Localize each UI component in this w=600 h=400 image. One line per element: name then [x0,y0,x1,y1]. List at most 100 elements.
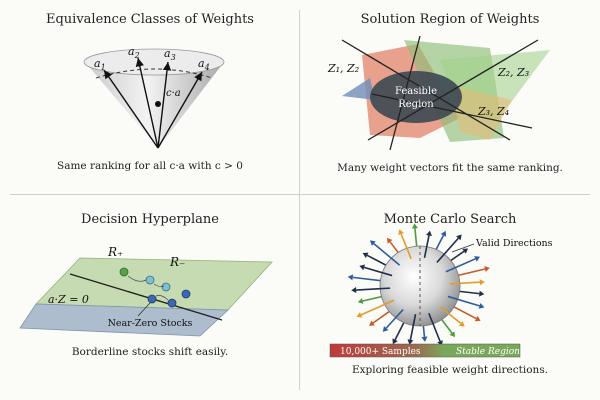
direction-arrow [363,266,393,277]
direction-arrowhead [382,326,389,332]
orange-region [450,85,512,140]
direction-arrowhead [474,256,481,262]
direction-arrow [385,309,404,329]
direction-arrowhead [411,223,418,229]
label-z2-z3: Z₂, Z₃ [497,66,529,79]
direction-arrowhead [426,230,432,237]
solution-panel: Solution Region of Weights Feasible Regi… [300,0,600,200]
stock-plus-1 [119,267,129,277]
feasible-label: Feasible [395,86,437,97]
valid-pointer [451,243,475,253]
direction-arrowhead [347,274,354,281]
stock-near-1 [145,275,155,285]
solution-title: Solution Region of Weights [360,12,540,27]
direction-arrowhead [356,312,363,318]
constraint-line-3 [367,39,539,141]
hyperplane-line [69,273,223,321]
montecarlo-diagram: Valid Directions 10,000+ Samples Stable … [329,223,553,358]
direction-arrowhead [440,230,447,237]
equivalence-caption: Same ranking for all c·a with c > 0 [57,160,243,172]
direction-arrow [445,258,476,273]
direction-arrowhead [458,321,465,327]
label-r-minus: R₋ [169,255,185,269]
label-a2: a2 [128,45,140,60]
solution-caption: Many weight vectors fit the same ranking… [337,162,563,174]
stock-near-2 [161,282,171,292]
direction-arrowhead [449,331,455,338]
direction-arrowhead [398,229,404,236]
direction-arrowhead [478,303,485,309]
lower-halfspace [19,303,229,337]
direction-arrow [439,306,462,325]
near-zero-pointer [137,302,151,317]
montecarlo-panel: Monte Carlo Search Valid Direction [300,200,600,400]
hyperplane-diagram: R₊ R₋ a·Z = 0 Near-Zero Stocks [19,245,273,337]
direction-arrowhead [351,287,357,294]
label-z1-z2: Z₁, Z₂ [327,62,359,75]
scaled-point [155,101,161,107]
direction-arrow [400,233,412,260]
region-label: Region [398,99,434,110]
direction-arrowhead [474,315,481,322]
direction-arrow [449,281,480,285]
direction-arrow [356,287,391,291]
direction-arrows-front [351,229,485,346]
hyperplane-panel: Decision Hyperplane R₊ R₋ a·Z = 0 Near-Z… [0,200,300,400]
vector-a4 [157,71,203,149]
direction-arrowhead [369,240,376,246]
direction-arrowhead [357,298,364,304]
cone-rim [83,48,225,76]
constraint-line-4 [371,93,533,129]
feasible-region [370,71,462,123]
direction-arrowhead [368,320,375,326]
solution-diagram: Feasible Region Z₁, Z₂ Z₂, Z₃ Z₃, Z₄ [327,35,550,151]
hyperplane-caption: Borderline stocks shift easily. [71,346,229,358]
direction-arrow [409,314,417,340]
label-a3: a3 [164,47,176,62]
direction-arrowhead [479,279,485,286]
equivalence-title: Equivalence Classes of Weights [46,12,254,27]
montecarlo-title: Monte Carlo Search [383,212,517,227]
stock-minus-1 [147,294,157,304]
direction-arrowhead [362,252,369,258]
direction-arrowhead [392,338,398,345]
direction-arrowhead [359,264,366,271]
direction-arrowhead [407,339,414,345]
constraint-line-1 [341,39,511,141]
direction-arrow [373,242,401,266]
direction-arrow [423,235,430,258]
valid-directions-label: Valid Directions [475,238,553,249]
bar-left-label: 10,000+ Samples [340,347,421,357]
label-a4: a4 [198,57,210,72]
label-near-zero: Near-Zero Stocks [108,318,193,329]
stock-connectors [127,275,169,301]
direction-arrow [436,237,459,263]
label-ca: c·a [166,88,181,99]
label-a1: a1 [94,57,106,72]
bar-right-label: Stable Region [456,347,520,357]
vector-a2 [135,57,159,149]
constraint-line-2 [389,35,421,151]
direction-arrowhead [456,234,462,241]
direction-arrow [428,312,441,342]
cone-diagram: a1 a2 a3 a4 c·a [83,45,225,149]
direction-arrowhead [386,237,393,244]
vector-a3 [157,61,172,149]
montecarlo-caption: Exploring feasible weight directions. [351,364,549,376]
stock-minus-3 [181,289,191,299]
label-r-plus: R₊ [107,245,123,259]
vector-a1 [103,69,159,149]
cone-body [85,62,224,148]
sample-bar [329,343,521,358]
direction-arrow [447,295,480,307]
direction-arrowhead [484,266,490,272]
vertical-divider [299,10,300,390]
blue-region [342,78,375,100]
stock-minus-2 [167,298,177,308]
horizontal-divider [10,194,590,195]
direction-arrowhead [462,248,469,254]
label-plane-eq: a·Z = 0 [48,293,89,306]
label-z3-z4: Z₃, Z₄ [477,105,509,118]
direction-arrow [360,299,395,316]
hyperplane-title: Decision Hyperplane [81,212,219,227]
